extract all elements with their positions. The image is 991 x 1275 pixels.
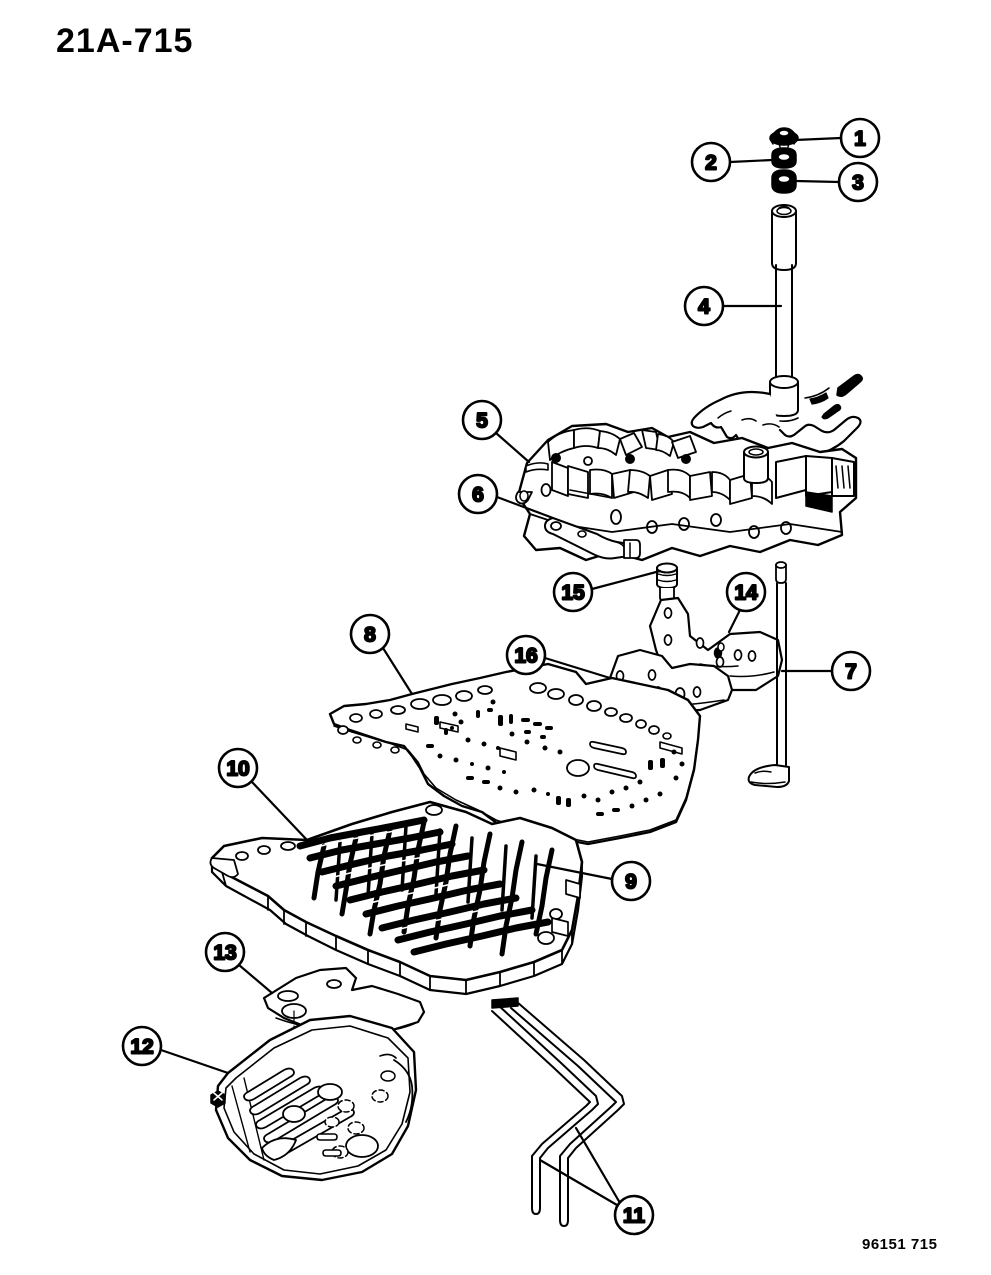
callout-14-label: 14 <box>734 582 758 605</box>
callout-5-label: 5 <box>476 410 488 433</box>
part-7-park-rod <box>747 561 790 788</box>
callout-12-label: 12 <box>130 1036 153 1059</box>
callout-3-label: 3 <box>852 172 864 195</box>
part-10-valve-body-transfer-plate <box>209 800 584 996</box>
leader-15 <box>590 569 662 591</box>
leader-1 <box>793 136 843 142</box>
callout-4-label: 4 <box>698 296 710 319</box>
part-11-oil-cooler-tubes <box>491 997 625 1227</box>
page-title: 21A-715 <box>56 22 194 60</box>
leader-12 <box>159 1048 230 1075</box>
leader-10 <box>250 780 309 842</box>
part-4-manual-shaft-with-rooster-comb <box>690 204 864 465</box>
part-15-detent-pivot-post <box>656 562 678 602</box>
callout-2[interactable]: 2 <box>690 141 732 183</box>
callout-13[interactable]: 13 <box>204 931 246 973</box>
callout-2-label: 2 <box>705 152 717 175</box>
part-3-bushing <box>771 169 797 194</box>
callout-7[interactable]: 7 <box>830 650 872 692</box>
callout-6[interactable]: 6 <box>457 473 499 515</box>
callout-8-label: 8 <box>364 624 376 647</box>
part-12-oil-filter-screen <box>210 1014 418 1182</box>
part-13-filter-mounting-bracket <box>262 966 426 1147</box>
callout-7-label: 7 <box>845 661 857 684</box>
callout-6-label: 6 <box>472 484 484 507</box>
leader-8 <box>381 646 414 696</box>
callout-11[interactable]: 11 <box>613 1194 655 1236</box>
callout-16-label: 16 <box>514 645 537 668</box>
part-1-retaining-nut <box>769 127 799 148</box>
callout-4[interactable]: 4 <box>683 285 725 327</box>
leader-6 <box>495 495 555 520</box>
callout-bubbles: 1 2 3 4 5 <box>121 117 881 1236</box>
part-5-valve-body-upper-housing <box>515 422 858 562</box>
callout-layer <box>159 136 843 1207</box>
part-2-seal-washer <box>771 147 797 169</box>
callout-10-label: 10 <box>226 758 249 781</box>
callout-10[interactable]: 10 <box>217 747 259 789</box>
leader-16 <box>543 656 612 680</box>
footer-drawing-code: 96151 715 <box>862 1236 938 1253</box>
leader-11b <box>538 1158 619 1207</box>
callout-1-label: 1 <box>854 128 866 151</box>
callout-12[interactable]: 12 <box>121 1025 163 1067</box>
leader-5 <box>494 431 531 464</box>
callout-15-label: 15 <box>561 582 585 605</box>
leader-13 <box>237 963 274 995</box>
part-8-separator-plate <box>328 662 702 846</box>
callout-14[interactable]: 14 <box>725 571 767 613</box>
leader-2 <box>728 158 774 164</box>
callout-15[interactable]: 15 <box>552 571 594 613</box>
leader-11a <box>574 1126 622 1205</box>
leader-9 <box>535 862 614 881</box>
callout-9-label: 9 <box>625 871 637 894</box>
callout-5[interactable]: 5 <box>461 399 503 441</box>
callout-8[interactable]: 8 <box>349 613 391 655</box>
callout-11-label: 11 <box>623 1205 646 1228</box>
leader-14 <box>727 608 742 634</box>
callout-1[interactable]: 1 <box>839 117 881 159</box>
leader-3 <box>794 179 841 184</box>
callout-3[interactable]: 3 <box>837 161 879 203</box>
callout-16[interactable]: 16 <box>505 634 547 676</box>
part-6-manual-valve-link-lever <box>544 517 641 560</box>
callout-13-label: 13 <box>213 942 236 965</box>
callout-9[interactable]: 9 <box>610 860 652 902</box>
